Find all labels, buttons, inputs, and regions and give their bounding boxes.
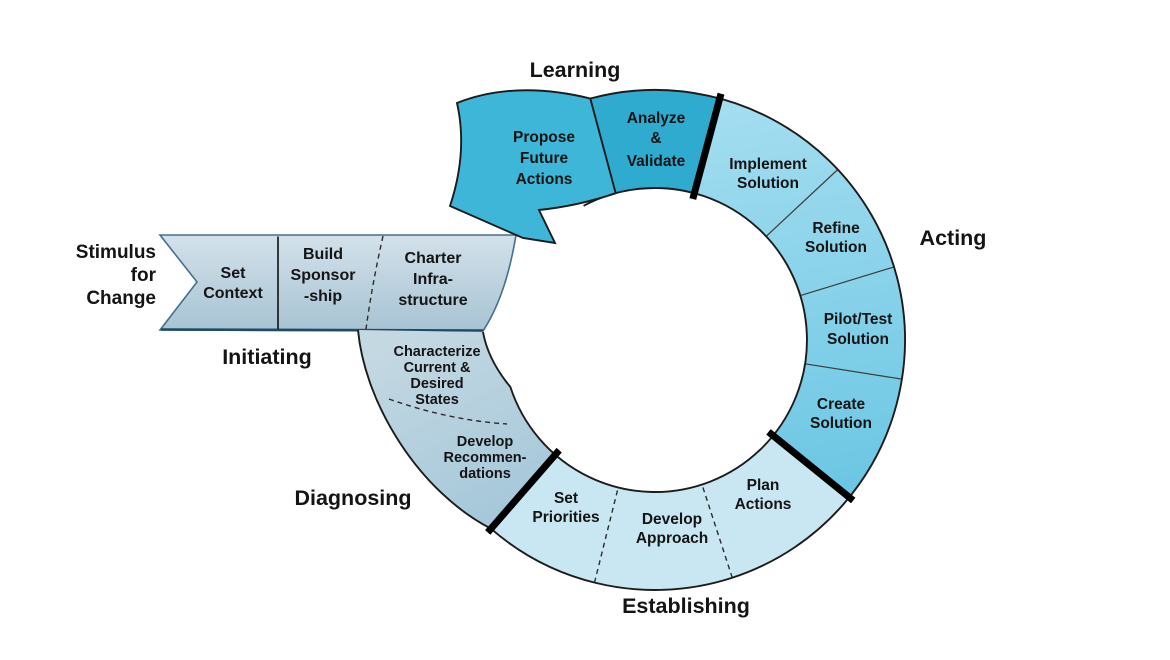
phase-dividers bbox=[485, 92, 856, 535]
divider-create-pilot bbox=[805, 363, 902, 380]
pilot-test-solution-line-1: Pilot/Test bbox=[824, 311, 893, 328]
banner-bottom-edge bbox=[160, 328, 484, 332]
phase-divider-establishing-acting bbox=[766, 429, 856, 504]
characterize-line-1: Characterize bbox=[393, 344, 480, 360]
charter-infrastructure-line-1: Charter bbox=[405, 250, 462, 267]
develop-recommendations-line-2: Recommen- bbox=[444, 450, 527, 466]
segment-set-priorities bbox=[491, 454, 619, 583]
phase-labels: Learning Acting Establishing Diagnosing … bbox=[222, 58, 986, 618]
implement-solution-line-2: Solution bbox=[737, 175, 799, 192]
segment-implement-solution bbox=[694, 98, 838, 237]
pilot-test-solution-line-2: Solution bbox=[827, 331, 889, 348]
label-set-priorities: Set Priorities bbox=[532, 490, 599, 526]
label-set-context: Set Context bbox=[203, 265, 263, 302]
analyze-validate-line-2: & bbox=[650, 130, 661, 147]
set-context-line-2: Context bbox=[203, 285, 263, 302]
stimulus-line-3: Change bbox=[86, 288, 156, 309]
refine-solution-line-2: Solution bbox=[805, 239, 867, 256]
analyze-validate-line-1: Analyze bbox=[627, 110, 686, 127]
ring-inner-outline bbox=[482, 187, 808, 493]
characterize-line-2: Current & bbox=[404, 360, 471, 376]
develop-recommendations-line-3: dations bbox=[459, 466, 511, 482]
divider-pilot-refine bbox=[800, 266, 895, 297]
phase-label-initiating: Initiating bbox=[222, 345, 312, 369]
plan-actions-line-2: Actions bbox=[735, 496, 792, 513]
divider-characterize-recommendations bbox=[388, 398, 508, 425]
label-refine-solution: Refine Solution bbox=[805, 220, 867, 256]
implement-solution-line-1: Implement bbox=[729, 156, 807, 173]
create-solution-line-2: Solution bbox=[810, 415, 872, 432]
label-implement-solution: Implement Solution bbox=[729, 156, 807, 192]
phase-divider-acting-learning bbox=[689, 92, 725, 200]
charter-infrastructure-line-3: structure bbox=[398, 292, 467, 309]
phase-label-learning: Learning bbox=[530, 58, 621, 82]
label-propose-future-actions: Propose Future Actions bbox=[513, 129, 575, 188]
charter-infrastructure-line-2: Infra- bbox=[413, 271, 453, 288]
characterize-line-4: States bbox=[415, 392, 459, 408]
build-sponsorship-line-3: -ship bbox=[304, 288, 342, 305]
label-create-solution: Create Solution bbox=[810, 396, 872, 432]
build-sponsorship-line-1: Build bbox=[303, 246, 343, 263]
propose-future-actions-line-3: Actions bbox=[516, 171, 573, 188]
label-plan-actions: Plan Actions bbox=[735, 477, 792, 513]
divider-refine-implement bbox=[765, 169, 839, 237]
divider-setpriorities-developapproach bbox=[593, 487, 619, 583]
ring-outer-outline bbox=[357, 89, 906, 591]
phase-divider-diagnosing-establishing bbox=[485, 447, 562, 535]
phase-label-diagnosing: Diagnosing bbox=[294, 486, 411, 510]
label-characterize: Characterize Current & Desired States bbox=[393, 344, 480, 408]
stimulus-label: Stimulus for Change bbox=[76, 242, 157, 309]
label-analyze-validate: Analyze & Validate bbox=[627, 110, 686, 170]
phase-label-acting: Acting bbox=[920, 226, 987, 250]
label-pilot-test-solution: Pilot/Test Solution bbox=[824, 311, 893, 348]
segment-analyze-validate bbox=[590, 89, 720, 194]
propose-future-actions-line-1: Propose bbox=[513, 129, 575, 146]
plan-actions-line-1: Plan bbox=[747, 477, 780, 494]
stimulus-line-1: Stimulus bbox=[76, 242, 156, 263]
analyze-validate-line-3: Validate bbox=[627, 153, 686, 170]
build-sponsorship-line-2: Sponsor bbox=[291, 267, 356, 284]
segment-create-solution bbox=[773, 363, 902, 498]
banner-initiating bbox=[158, 234, 517, 332]
segment-pilot-test-solution bbox=[800, 266, 905, 380]
label-develop-approach: Develop Approach bbox=[636, 511, 708, 547]
propose-future-actions-line-2: Future bbox=[520, 150, 569, 167]
label-build-sponsorship: Build Sponsor -ship bbox=[291, 246, 356, 305]
create-solution-line-1: Create bbox=[817, 396, 866, 413]
develop-approach-line-2: Approach bbox=[636, 530, 708, 547]
cycle-restart-arrow bbox=[448, 89, 617, 245]
develop-recommendations-line-1: Develop bbox=[457, 434, 514, 450]
characterize-line-3: Desired bbox=[410, 376, 463, 392]
segment-develop-approach bbox=[594, 484, 733, 591]
label-develop-recommendations: Develop Recommen- dations bbox=[444, 434, 527, 482]
refine-solution-line-1: Refine bbox=[812, 220, 860, 237]
divider-developapproach-planactions bbox=[701, 484, 733, 579]
banner-divider-build-charter bbox=[365, 235, 384, 330]
phase-label-establishing: Establishing bbox=[622, 594, 750, 618]
segment-diagnosing-tail bbox=[358, 330, 556, 529]
label-charter-infrastructure: Charter Infra- structure bbox=[398, 250, 467, 309]
develop-approach-line-1: Develop bbox=[642, 511, 702, 528]
set-priorities-line-1: Set bbox=[554, 490, 578, 507]
stimulus-line-2: for bbox=[131, 265, 157, 286]
set-context-line-1: Set bbox=[221, 265, 247, 282]
set-priorities-line-2: Priorities bbox=[532, 509, 599, 526]
